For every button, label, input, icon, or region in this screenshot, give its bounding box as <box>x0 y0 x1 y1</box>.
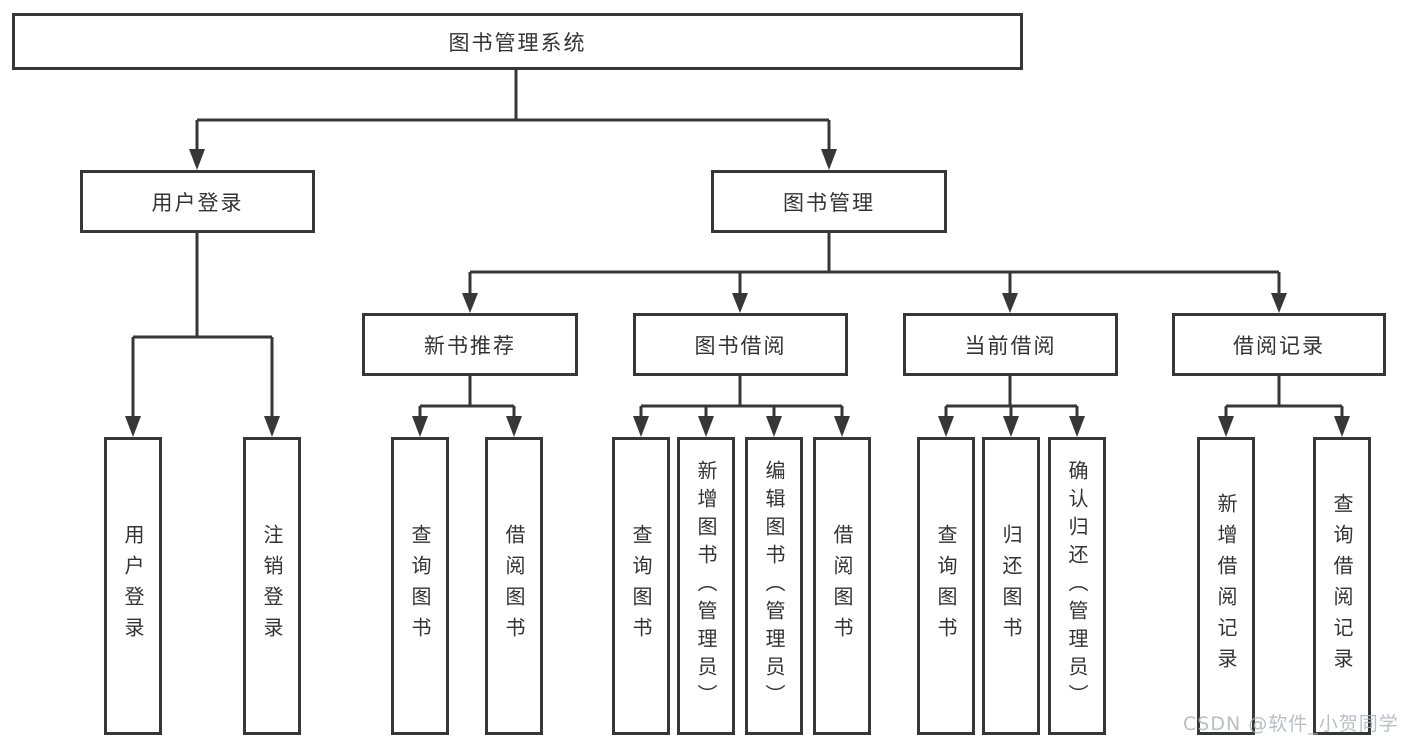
node-book-management: 图书管理 <box>711 170 947 233</box>
node-new-book-recommendation: 新书推荐 <box>362 313 578 376</box>
leaf-edit-book-admin-label: 编辑图书（管理员） <box>762 460 786 712</box>
leaf-borrow-books-recommend: 借阅图书 <box>485 437 543 735</box>
leaf-query-books-recommend: 查询图书 <box>391 437 449 735</box>
node-new-book-recommendation-label: 新书推荐 <box>424 333 516 358</box>
leaf-query-borrow-record: 查询借阅记录 <box>1313 437 1371 735</box>
leaf-return-books-label: 归还图书 <box>999 524 1023 648</box>
leaf-return-books: 归还图书 <box>982 437 1040 735</box>
leaf-borrow-books-recommend-label: 借阅图书 <box>502 524 526 648</box>
leaf-query-books-current: 查询图书 <box>917 437 975 735</box>
leaf-confirm-return-admin-label: 确认归还（管理员） <box>1065 460 1089 712</box>
node-book-borrowing-label: 图书借阅 <box>694 333 787 358</box>
leaf-logout-label: 注销登录 <box>260 524 284 648</box>
leaf-query-books-recommend-label: 查询图书 <box>408 524 432 648</box>
leaf-query-books-borrowing-label: 查询图书 <box>629 524 653 648</box>
node-current-borrowing-label: 当前借阅 <box>964 333 1057 358</box>
leaf-add-book-admin-label: 新增图书（管理员） <box>694 460 718 712</box>
leaf-user-login-label: 用户登录 <box>121 524 145 648</box>
leaf-add-borrow-record: 新增借阅记录 <box>1197 437 1255 735</box>
node-book-borrowing: 图书借阅 <box>633 313 848 376</box>
node-user-login-label: 用户登录 <box>151 190 244 215</box>
leaf-user-login: 用户登录 <box>104 437 162 735</box>
leaf-edit-book-admin: 编辑图书（管理员） <box>745 437 803 735</box>
leaf-borrow-books-borrowing: 借阅图书 <box>813 437 871 735</box>
node-root-label: 图书管理系统 <box>448 30 587 55</box>
leaf-add-borrow-record-label: 新增借阅记录 <box>1214 493 1238 679</box>
leaf-query-books-current-label: 查询图书 <box>934 524 958 648</box>
leaf-query-books-borrowing: 查询图书 <box>612 437 670 735</box>
leaf-add-book-admin: 新增图书（管理员） <box>677 437 735 735</box>
leaf-logout: 注销登录 <box>243 437 301 735</box>
node-root: 图书管理系统 <box>12 13 1023 70</box>
node-borrowing-records-label: 借阅记录 <box>1233 333 1325 358</box>
node-user-login: 用户登录 <box>80 170 315 233</box>
leaf-borrow-books-borrowing-label: 借阅图书 <box>830 524 854 648</box>
node-borrowing-records: 借阅记录 <box>1172 313 1386 376</box>
leaf-confirm-return-admin: 确认归还（管理员） <box>1048 437 1106 735</box>
leaf-query-borrow-record-label: 查询借阅记录 <box>1330 493 1354 679</box>
node-book-management-label: 图书管理 <box>783 190 875 215</box>
node-current-borrowing: 当前借阅 <box>903 313 1118 376</box>
csdn-watermark: CSDN @软件_小贺同学 <box>1183 713 1399 735</box>
